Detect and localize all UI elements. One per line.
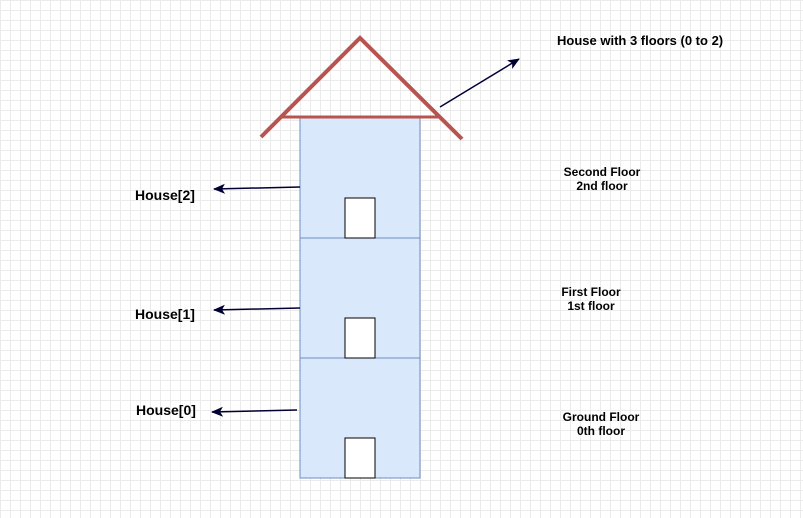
floor-2-door [344,197,376,239]
floor-0-name: Ground Floor [562,410,640,424]
floor-0-note: Ground Floor 0th floor [547,410,655,438]
house-1-label: House[1] [135,306,195,322]
floor-0-door [344,437,376,479]
floor-2-arrow [213,183,301,194]
floor-1-name: First Floor [561,285,621,299]
title-arrow [439,58,520,108]
floor-2-name: Second Floor [563,165,641,179]
floor-2-ordinal: 2nd floor [576,179,628,193]
floor-1-ordinal: 1st floor [567,299,615,313]
house-0-label: House[0] [136,402,196,418]
roof [259,35,464,141]
floor-1-door [344,317,376,359]
floor-1-arrow [213,304,301,315]
floor-0-arrow [211,406,298,417]
floor-2-note: Second Floor 2nd floor [548,165,656,193]
diagram-title: House with 3 floors (0 to 2) [557,33,724,48]
floor-0-ordinal: 0th floor [577,424,625,438]
house-2-label: House[2] [135,187,195,203]
floor-1-note: First Floor 1st floor [537,285,645,313]
